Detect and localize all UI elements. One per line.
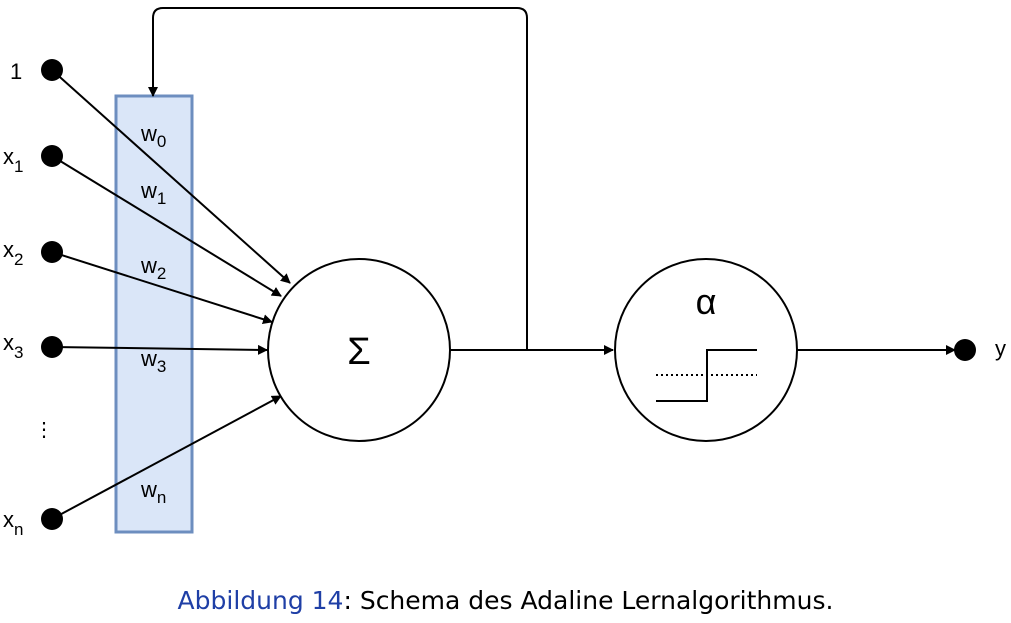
input-label-2: x2	[3, 237, 23, 269]
output-label: y	[995, 336, 1006, 361]
connection-input-2	[51, 251, 273, 325]
weight-label-n: wn	[140, 477, 166, 507]
connection-input-n	[51, 395, 282, 520]
input-node-2	[41, 241, 63, 263]
input-node-1	[41, 145, 63, 167]
step-function-icon	[656, 349, 757, 402]
connection-input-3	[51, 344, 268, 355]
connection-input-0	[51, 69, 291, 284]
input-ellipsis: ⋮	[34, 419, 54, 441]
input-node-0	[41, 59, 63, 81]
input-node-n	[41, 508, 63, 530]
summation-symbol: Σ	[347, 331, 371, 373]
figure-caption: Abbildung 14: Schema des Adaline Lernalg…	[0, 586, 1011, 615]
caption-prefix: Abbildung 14	[177, 586, 344, 615]
output-node	[954, 339, 976, 361]
weight-label-1: w1	[140, 178, 166, 208]
weight-label-0: w0	[140, 121, 166, 151]
input-label-n: xn	[3, 507, 23, 539]
input-label-0: 1	[10, 59, 22, 84]
input-label-1: x1	[3, 144, 23, 176]
connection-input-1	[51, 155, 282, 297]
input-label-3: x3	[3, 330, 23, 362]
input-node-3	[41, 336, 63, 358]
activation-symbol: α	[696, 281, 717, 322]
feedback-loop	[148, 7, 528, 350]
weight-label-3: w3	[140, 346, 166, 376]
weight-box	[114, 94, 194, 534]
caption-text: : Schema des Adaline Lernalgorithmus.	[343, 586, 834, 615]
weight-label-2: w2	[140, 253, 166, 283]
